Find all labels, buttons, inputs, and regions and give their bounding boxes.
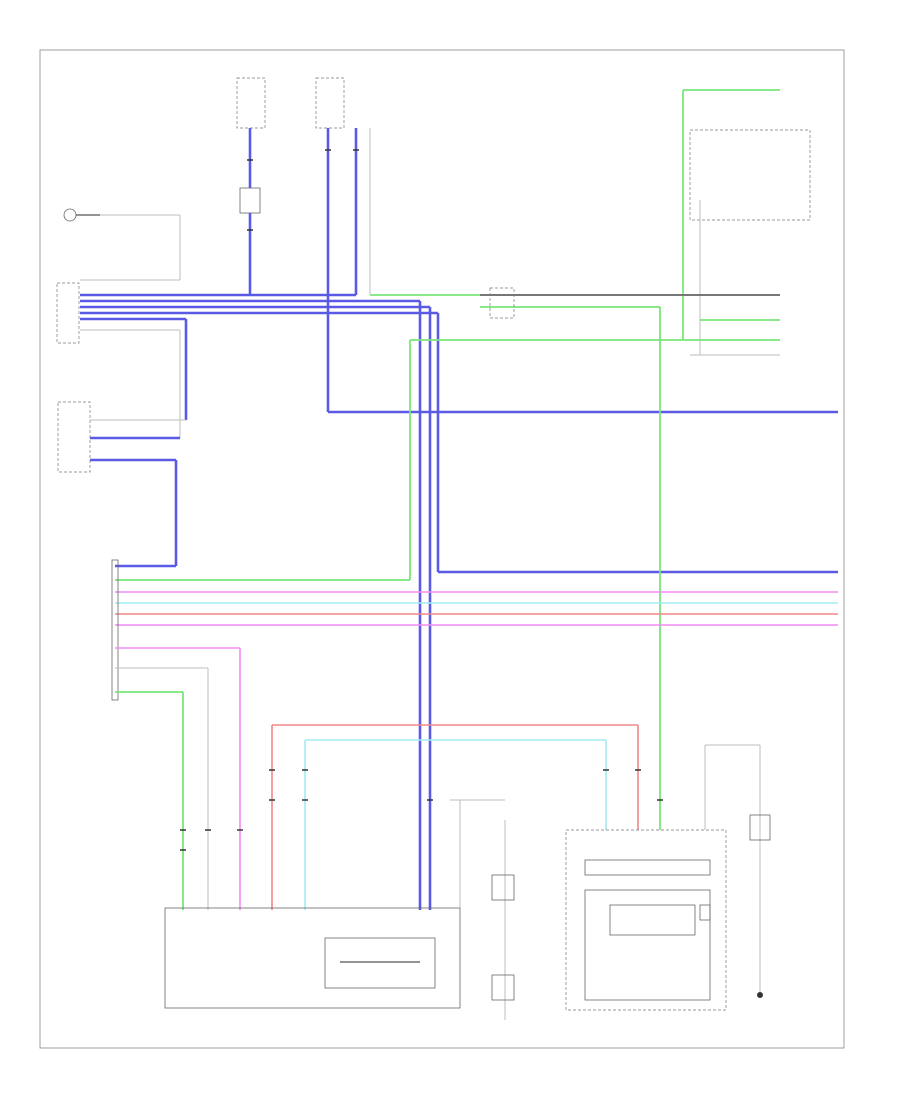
page-frame [39, 49, 845, 1049]
center-horizontal-lines [370, 287, 780, 830]
left-junction-block [56, 282, 80, 344]
top-right-relay [682, 89, 811, 356]
right-side-vertical [704, 744, 771, 998]
connector-marks [180, 149, 663, 851]
left-ground-connector [63, 208, 181, 281]
bottom-left-module [164, 799, 505, 1009]
center-bottom-fuses [491, 820, 515, 1020]
blue-wire-bundle [80, 293, 838, 910]
red-cyan-loop [271, 724, 639, 910]
lower-left-drops [115, 647, 241, 910]
top-fuse-2 [315, 77, 371, 412]
top-fuse-1 [236, 77, 266, 295]
left-switch-block [57, 401, 91, 473]
left-connector-block [111, 559, 119, 701]
bottom-right-module [565, 829, 727, 1011]
blue-lower-left [90, 458, 178, 568]
colored-signal-lines [115, 579, 838, 626]
